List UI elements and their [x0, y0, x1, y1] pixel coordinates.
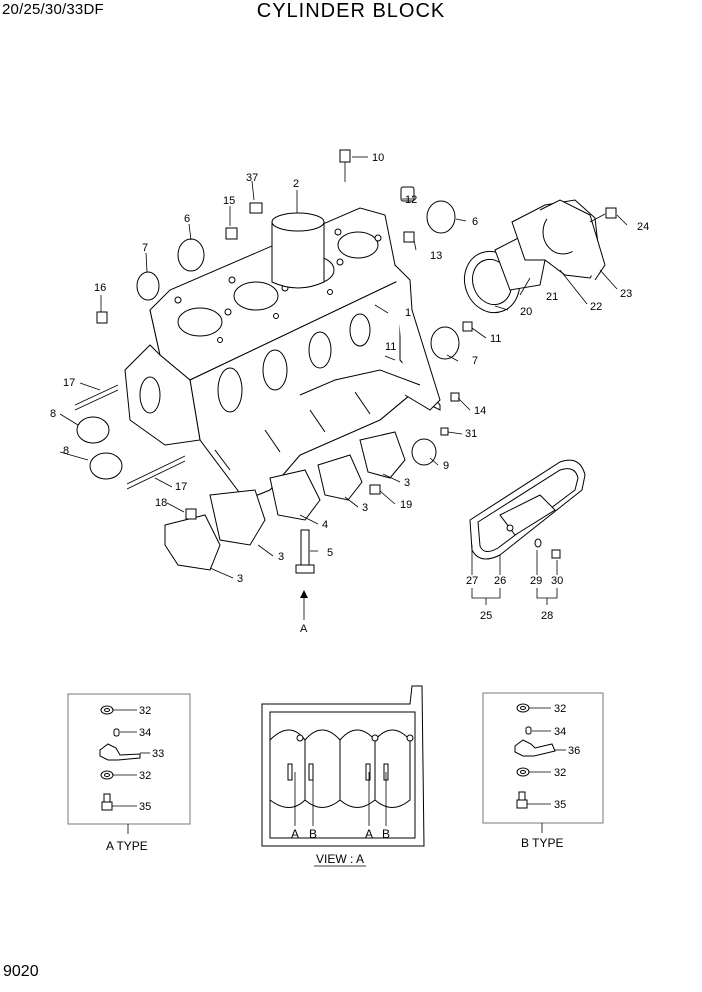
callout: 18: [155, 497, 167, 509]
view-label: B: [309, 827, 317, 841]
callout: 6: [472, 216, 478, 228]
callout: 14: [474, 405, 486, 417]
cylinder-liner-part: [271, 212, 325, 289]
callout: 3: [362, 502, 368, 514]
callout: 11: [385, 341, 396, 353]
callout: 9: [443, 460, 449, 472]
callout: 1: [405, 307, 411, 319]
callout: 3: [404, 477, 410, 489]
view-label: A: [291, 827, 299, 841]
callout: 25: [480, 610, 492, 622]
a-type-label: 34: [139, 727, 151, 739]
callout: 2: [293, 178, 299, 190]
callout: 3: [237, 573, 243, 585]
a-type-label: 33: [152, 748, 164, 760]
view-label: B: [382, 827, 390, 841]
callout: 29: [530, 575, 542, 587]
bearing-caps: [164, 431, 406, 571]
callout: 12: [405, 194, 417, 206]
callout: 30: [551, 575, 563, 587]
b-type-label: 35: [554, 799, 566, 811]
callout: 13: [430, 250, 442, 262]
callout: 8: [63, 445, 69, 457]
callout: 20: [520, 306, 532, 318]
a-type-label: 32: [139, 705, 151, 717]
callout: 23: [620, 288, 632, 300]
a-type-caption: A TYPE: [106, 839, 148, 853]
callout: 27: [466, 575, 478, 587]
b-type-detail: 32 34 36 32 35 B TYPE: [482, 692, 604, 850]
a-type-label: 32: [139, 770, 151, 782]
callout: 22: [590, 301, 602, 313]
callout: 17: [175, 481, 187, 493]
page-number: 9020: [3, 963, 39, 980]
rear-oil-seal-parts: [464, 199, 606, 314]
oil-pan-gasket-parts: [469, 459, 586, 560]
b-type-caption: B TYPE: [521, 836, 563, 850]
callout: 5: [327, 547, 333, 559]
small-fittings: [74, 149, 617, 574]
callout: 15: [223, 195, 235, 207]
page-title: CYLINDER BLOCK: [256, 0, 446, 22]
callout: 3: [278, 551, 284, 563]
view-label: A: [365, 827, 373, 841]
leader-lines: [59, 156, 628, 620]
callout: 11: [490, 333, 501, 345]
callout: 17: [63, 377, 75, 389]
callout: 26: [494, 575, 506, 587]
a-type-detail: 32 34 33 32 35 A TYPE: [67, 693, 191, 853]
b-type-label: 32: [554, 703, 566, 715]
view-a-detail: A B A B VIEW : A: [261, 685, 425, 867]
callout-labels: 10 2 37 15 12 6 6 7 13 24 16 21 20 22 23…: [50, 152, 649, 635]
callout: 16: [94, 282, 106, 294]
view-caption: VIEW : A: [316, 852, 364, 866]
callout: 7: [142, 242, 148, 254]
a-type-label: 35: [139, 801, 151, 813]
callout: 37: [246, 172, 258, 184]
b-type-label: 34: [554, 726, 566, 738]
b-type-label: 32: [554, 767, 566, 779]
callout: 10: [372, 152, 384, 164]
callout: 19: [400, 499, 412, 511]
callout: 7: [472, 355, 478, 367]
callout: 8: [50, 408, 56, 420]
callout: 4: [322, 519, 328, 531]
callout: 21: [546, 291, 558, 303]
callout: 28: [541, 610, 553, 622]
callout: 24: [637, 221, 649, 233]
callout: A: [300, 623, 308, 635]
b-type-label: 36: [568, 745, 580, 757]
callout: 31: [465, 428, 477, 440]
callout: 6: [184, 213, 190, 225]
model-code: 20/25/30/33DF: [2, 1, 104, 18]
